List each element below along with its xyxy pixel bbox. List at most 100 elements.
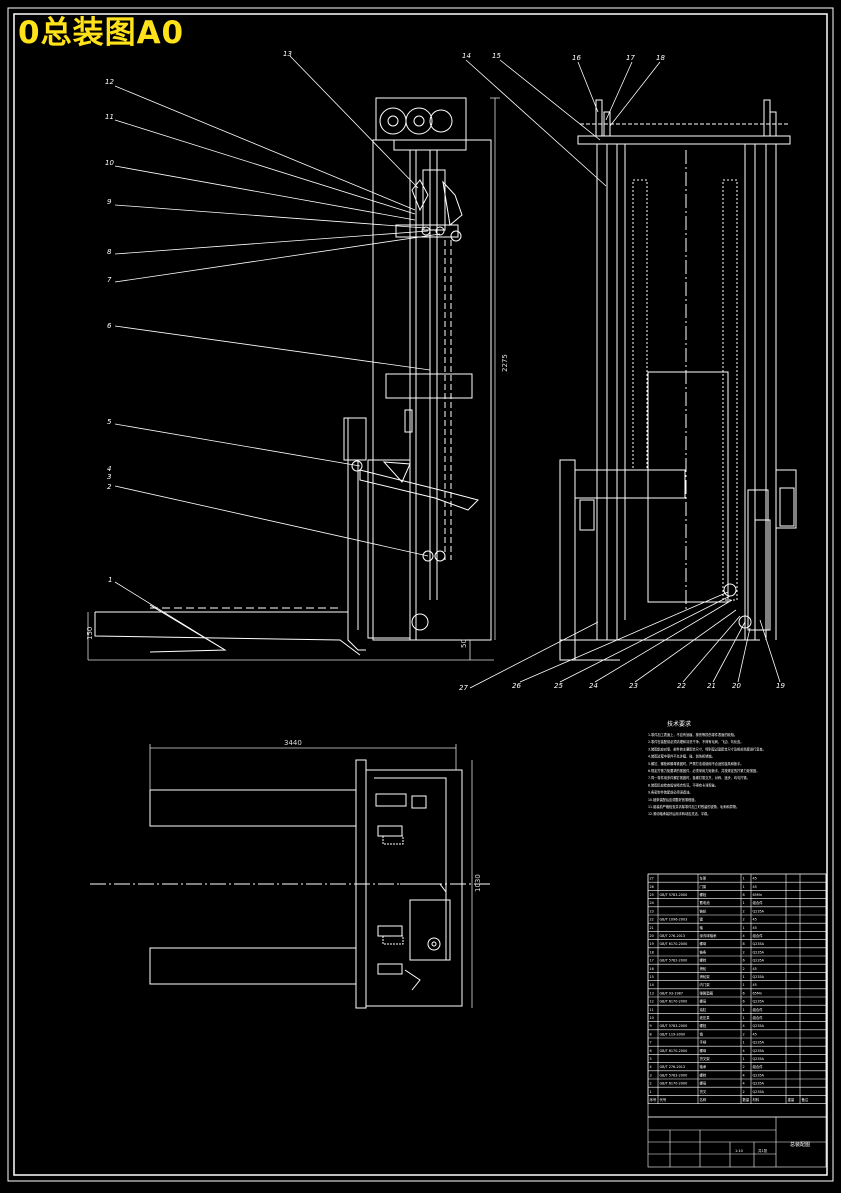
bom-cell-mat: 45 (753, 926, 757, 930)
bom-header-note: 备注 (802, 1097, 809, 1102)
bom-cell-mat: 45 (753, 918, 757, 922)
bom-cell-name: 门架 (700, 884, 707, 889)
top-pulley-mid-hub (413, 115, 425, 127)
bom-cell-name: 轴承 (700, 1064, 707, 1069)
bom-cell-code: GB/T 1096-2003 (660, 918, 688, 922)
bom-cell-code: GB/T 276-2013 (660, 1065, 686, 1069)
bom-cell-name: 蓄电池 (700, 900, 711, 905)
bom-header-mat: 材料 (753, 1097, 760, 1102)
bom-cell-no: 17 (650, 959, 654, 963)
bom-cell-no: 20 (650, 934, 654, 938)
bom-cell-qty: 2 (743, 909, 745, 913)
drive-sprocket (723, 583, 737, 597)
chain-housing (747, 489, 769, 631)
bom-cell-mat: Q235A (753, 1057, 765, 1061)
bom-cell-mat: Q235A (753, 1073, 765, 1077)
front-leaders (465, 59, 781, 689)
tech-req-line: 3.装配前应对零、部件的主要配合尺寸，特别是过盈配合尺寸及相关精度进行复查。 (648, 746, 766, 751)
bom-cell-name: 液压泵 (700, 1015, 711, 1020)
top-body (365, 769, 463, 1007)
callout-18: 18 (656, 54, 665, 62)
bom-cell-mat: Q235A (753, 1082, 765, 1086)
fork-bottom (94, 612, 361, 656)
bom-cell-no: 22 (650, 918, 654, 922)
rack-right (722, 179, 738, 601)
bom-cell-code: GB/T 5783-2000 (660, 1024, 688, 1028)
bom-cell-mat: 45 (753, 877, 757, 881)
bom-cell-name: 螺栓 (700, 1072, 707, 1077)
callout-21: 21 (707, 682, 716, 690)
bom-cell-qty: 1 (743, 885, 745, 889)
bom-cell-qty: 2 (743, 967, 745, 971)
bom-cell-mat: 组合件 (753, 1007, 764, 1012)
top-view (90, 744, 490, 1009)
scale: 1:10 (735, 1149, 743, 1153)
bom-header-code: 代号 (660, 1097, 667, 1102)
carriage-plate (367, 459, 411, 639)
side-callout-labels: 12 11 10 9 8 7 6 5 4 3 2 1 13 (105, 50, 292, 584)
bom-header-qty: 数量 (743, 1097, 750, 1102)
bom-cell-mat: 45 (753, 1032, 757, 1036)
bom-cell-mat: 组合件 (753, 900, 764, 905)
cylinder-block (422, 169, 446, 231)
bom-cell-name: 油缸 (700, 1007, 707, 1012)
bom-cell-qty: 4 (743, 1082, 745, 1086)
tech-req-line: 5.螺钉、螺栓和螺母紧固时，严禁打击或使用不合适的旋具和扳手。 (648, 761, 743, 766)
bom-cell-no: 23 (650, 909, 654, 913)
bom-frame (647, 873, 827, 1118)
bom-cell-qty: 1 (743, 1041, 745, 1045)
bom-cell-mat: 65Mn (753, 991, 762, 995)
bom-header-name: 名称 (700, 1097, 707, 1102)
bom-cell-name: 弹簧垫圈 (700, 990, 714, 995)
bom-cell-no: 11 (650, 1008, 654, 1012)
bom-header-weight: 重量 (788, 1097, 795, 1102)
front-callout-labels: 14 15 16 17 18 27 26 25 24 23 22 21 20 1… (459, 52, 785, 692)
callout-16: 16 (572, 54, 581, 62)
cross-beam (574, 469, 686, 499)
bom-cell-no: 27 (650, 877, 654, 881)
top-pulley-right (429, 109, 453, 133)
bom-cell-no: 13 (650, 991, 654, 995)
callout-23: 23 (629, 682, 638, 690)
bom-cell-qty: 6 (743, 991, 745, 995)
callout-1: 1 (108, 576, 112, 584)
bom-cell-qty: 2 (743, 950, 745, 954)
tech-req-line: 8.装配后应检查齿轮啮合情况，不得有卡滞现象。 (648, 782, 718, 787)
bom-cell-name: 销 (700, 1031, 704, 1036)
bom-cell-qty: 2 (743, 1090, 745, 1094)
tech-req-line: 9.各密封件装配前必须浸透油。 (648, 790, 692, 795)
bom-cell-qty: 1 (743, 983, 745, 987)
bom-cell-no: 15 (650, 975, 654, 979)
bom-cell-code: GB/T 6170-2000 (660, 1049, 688, 1053)
callout-13: 13 (283, 50, 292, 58)
callout-14: 14 (462, 52, 471, 60)
inner-frame (13, 13, 828, 1176)
bom-cell-qty: 8 (743, 893, 745, 897)
bom-cell-no: 6 (650, 1049, 652, 1053)
bom-cell-mat: Q235A (753, 942, 765, 946)
tech-req-line: 12.滚动轴承装好后用手转动应灵活、平稳。 (648, 811, 710, 816)
bom-cell-no: 5 (650, 1057, 652, 1061)
bom-cell-mat: 组合件 (753, 1015, 764, 1020)
bom-cell-code: GB/T 5782-2000 (660, 959, 688, 963)
bom-cell-name: 螺母 (700, 999, 707, 1004)
bom-cell-name: 链条 (700, 949, 707, 954)
dim-length: 3440 (284, 739, 302, 747)
top-pulley-left (379, 107, 407, 135)
bom-cell-mat: 65Mn (753, 893, 762, 897)
